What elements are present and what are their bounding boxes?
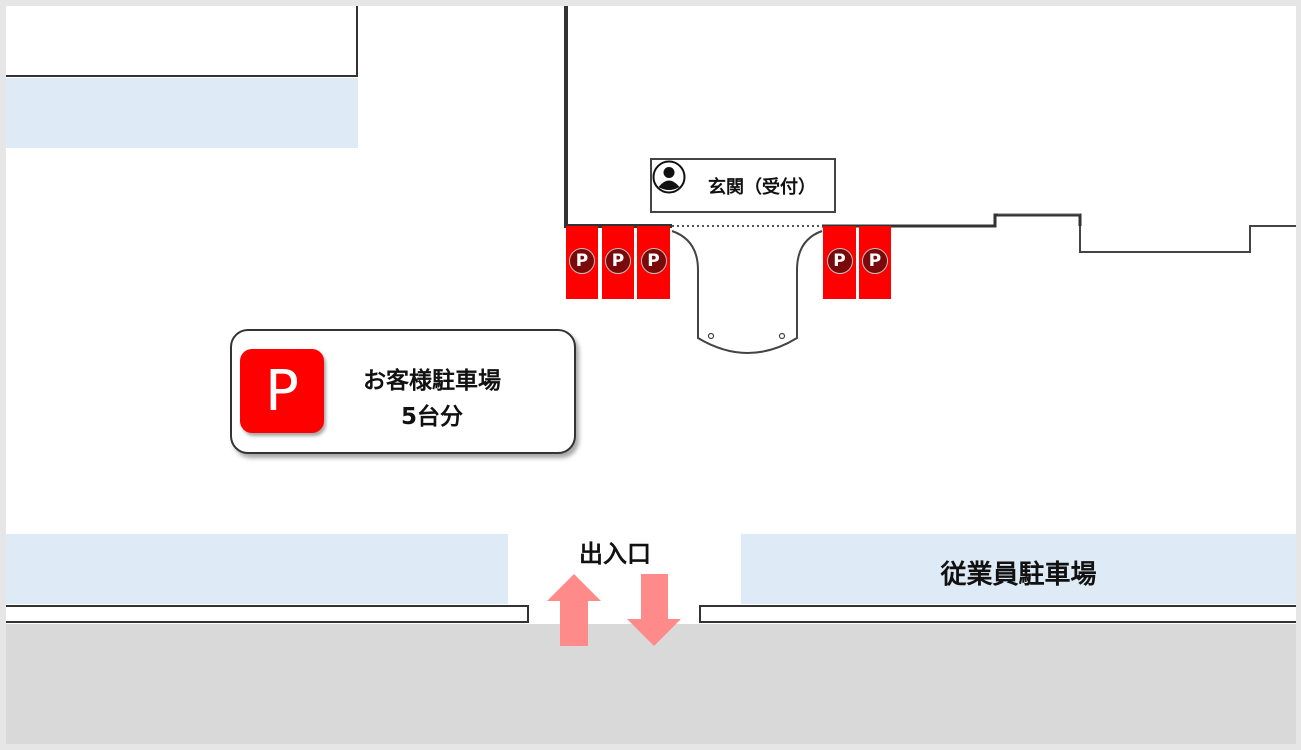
entrance-label-box: 玄関（受付） (650, 158, 836, 213)
parking-space-2: P (602, 226, 634, 299)
neighbor-lot-strip (6, 78, 358, 148)
person-icon (652, 160, 698, 203)
parking-marker-icon: P (862, 248, 888, 274)
parking-sign-icon: P (240, 349, 324, 433)
bottom-left-strip (6, 534, 508, 604)
staff-parking-label: 従業員駐車場 (940, 560, 1097, 590)
parking-marker-icon: P (826, 248, 853, 274)
parking-space-1: P (566, 226, 598, 299)
entrance-label: 玄関（受付） (708, 176, 816, 198)
guest-parking-callout: P お客様駐車場 5台分 (230, 329, 576, 454)
parking-space-4: P (823, 226, 856, 299)
gate-label: 出入口 (579, 540, 651, 568)
parking-space-5: P (859, 226, 891, 299)
guest-parking-capacity: 5台分 (400, 404, 463, 430)
parking-space-3: P (637, 226, 670, 299)
staff-parking-area (741, 534, 1296, 604)
neighbor-building (6, 6, 358, 77)
guest-parking-title: お客様駐車場 (363, 368, 501, 394)
parking-marker-icon: P (605, 248, 631, 274)
parking-marker-icon: P (569, 248, 595, 274)
parking-marker-icon: P (640, 248, 667, 274)
